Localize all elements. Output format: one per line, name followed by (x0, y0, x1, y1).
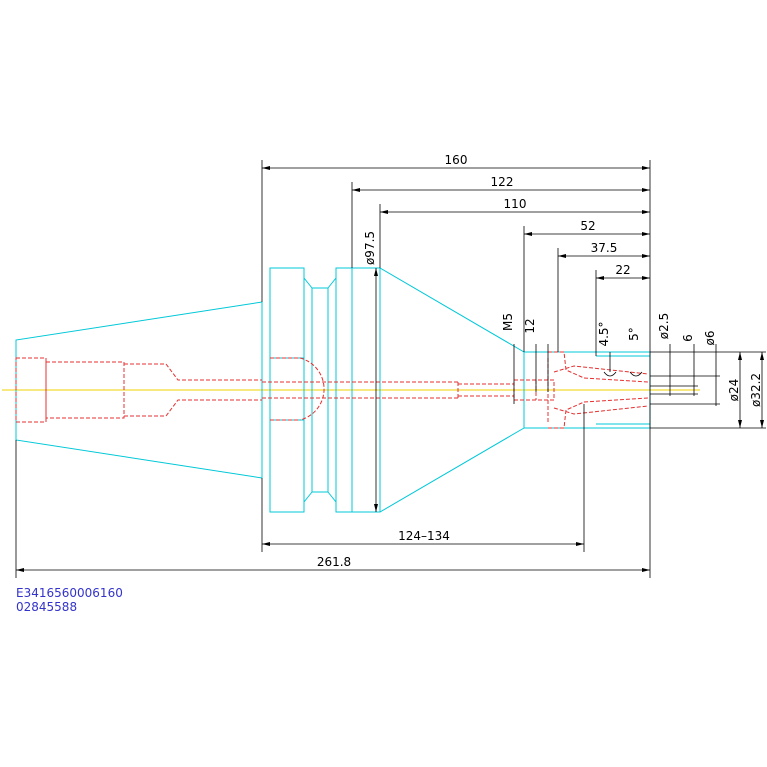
dim-124-134: 124–134 (398, 529, 450, 543)
flange-groove (311, 287, 329, 493)
dim-37-5: 37.5 (591, 241, 618, 255)
dim-160: 160 (445, 153, 468, 167)
holder-outline (15, 267, 651, 513)
hidden-lines (15, 351, 649, 429)
dim-dia-24: ø24 (727, 379, 741, 402)
flange-right (335, 267, 381, 513)
dim-22: 22 (615, 263, 630, 277)
part-number: E3416560006160 (16, 586, 123, 600)
dim-angle-4-5: 4.5° (597, 321, 611, 346)
dim-110: 110 (504, 197, 527, 211)
dim-dia-2-5: ø2.5 (657, 313, 671, 339)
dim-261-8: 261.8 (317, 555, 351, 569)
flange-left (269, 267, 305, 513)
dim-angle-5: 5° (627, 327, 641, 341)
order-number: 02845588 (16, 600, 78, 614)
dim-dia-97-5: ø97.5 (363, 231, 377, 265)
dim-dia-32-2: ø32.2 (749, 373, 763, 407)
dim-122: 122 (491, 175, 514, 189)
dim-m5: M5 (501, 313, 515, 331)
dim-dia-6: ø6 (703, 331, 717, 346)
dim-12: 12 (523, 318, 537, 333)
arrowheads (16, 166, 764, 572)
dim-6: 6 (681, 334, 695, 342)
dimension-lines (15, 160, 766, 578)
dim-52: 52 (580, 219, 595, 233)
